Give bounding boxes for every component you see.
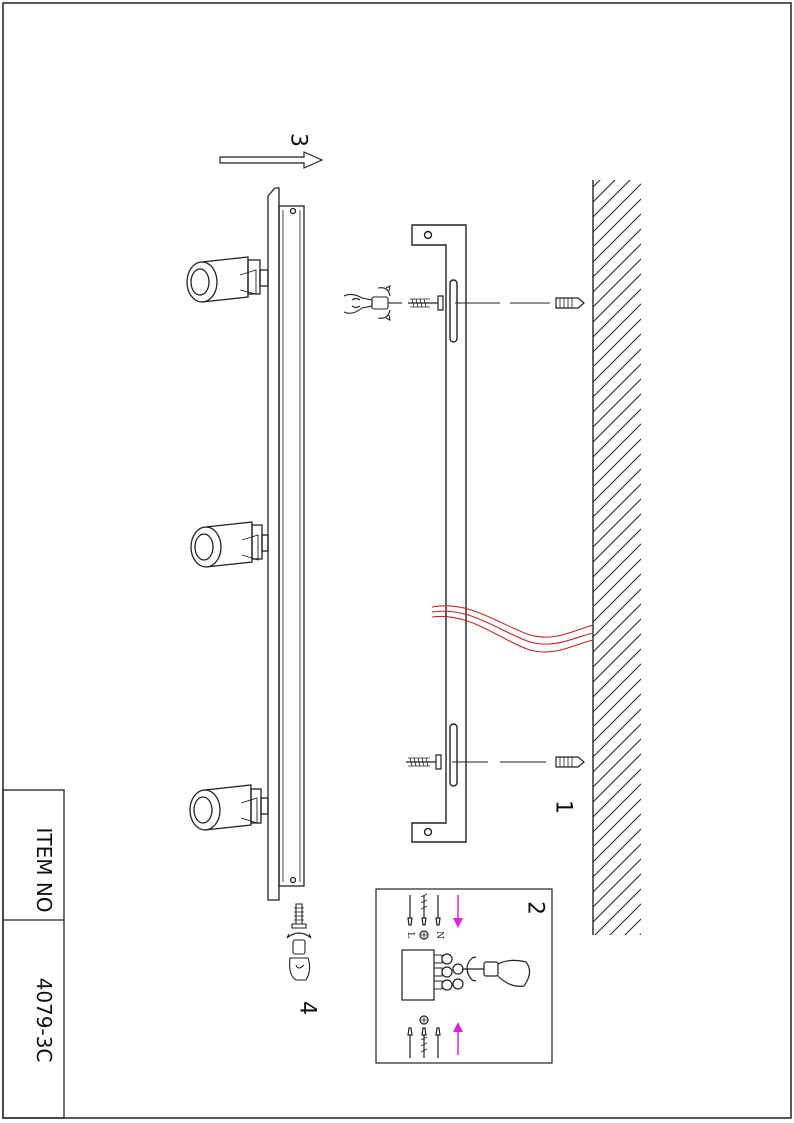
bottom-fixing	[406, 754, 585, 770]
neutral-terminal-label: N	[434, 931, 444, 939]
step-1-label: 1	[550, 800, 576, 814]
spotlight-middle	[190, 521, 269, 568]
title-block	[2, 789, 65, 1119]
screwdriver-hand-icon	[343, 285, 402, 321]
spotlight-bottom	[189, 784, 269, 831]
item-number-label: ITEM NO	[32, 827, 56, 913]
mounting-bracket	[411, 224, 467, 843]
wall	[592, 180, 641, 935]
fixture-bar	[267, 187, 305, 901]
step-3-label: 3	[285, 133, 311, 147]
top-fixing	[408, 295, 585, 311]
fixing-screw-icon	[286, 903, 312, 981]
spotlight-top	[186, 256, 269, 303]
live-terminal-label: L	[405, 932, 415, 938]
arrow-right-icon	[219, 151, 324, 169]
item-number-value: 4079-3C	[32, 977, 56, 1063]
step-2-label: 2	[522, 901, 548, 915]
step-4-label: 4	[294, 1001, 320, 1015]
wiring-inset	[375, 888, 553, 1064]
mains-cable	[431, 605, 594, 653]
insert-direction-arrows	[453, 895, 463, 1055]
